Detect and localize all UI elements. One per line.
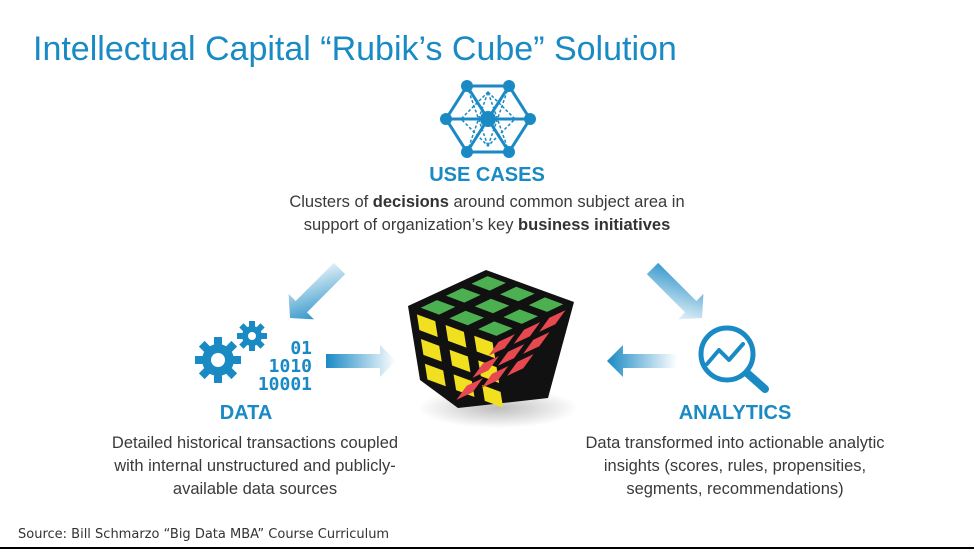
page-title: Intellectual Capital “Rubik’s Cube” Solu… (33, 30, 677, 68)
source-citation: Source: Bill Schmarzo “Big Data MBA” Cou… (18, 527, 390, 542)
cube-sticker (503, 309, 538, 324)
gears-icon (195, 321, 267, 383)
cube-sticker (472, 356, 499, 378)
cube-sticker (474, 298, 510, 314)
arrow-icon (288, 262, 346, 320)
cube-sticker (513, 322, 541, 344)
cube-sticker (497, 344, 525, 366)
analytics-description: Data transformed into actionable analyti… (585, 434, 885, 498)
network-hexagon-icon (440, 80, 536, 158)
analytics-magnifier-icon (698, 325, 769, 393)
arrow-icon (646, 262, 704, 320)
cube-sticker (482, 385, 504, 408)
bottom-divider (0, 547, 974, 549)
data-description: Detailed historical transactions coupled… (111, 434, 399, 498)
cube-sticker (449, 349, 471, 373)
cube-sticker (416, 314, 438, 337)
cube-sticker (474, 335, 496, 359)
cube-sticker (539, 310, 566, 332)
analytics-heading: ANALYTICS (678, 402, 792, 424)
arrow-icon (326, 345, 396, 377)
binary-digits: 01 1010 10001 (257, 338, 312, 395)
cube-sticker (507, 354, 534, 376)
arrow-icon (607, 345, 677, 377)
data-heading: DATA (219, 402, 273, 424)
cube-sticker (449, 310, 484, 326)
cube-sticker (500, 286, 535, 302)
cube-sticker (420, 300, 456, 315)
cube-sticker (488, 334, 515, 356)
cube-sticker (471, 276, 506, 291)
use-cases-heading: USE CASES (429, 164, 545, 186)
cube-sticker (424, 363, 446, 387)
cube-sticker (523, 332, 550, 354)
cube-sticker (445, 325, 467, 348)
cube-sticker (456, 378, 483, 400)
use-cases-description: Clusters of decisions around common subj… (289, 193, 685, 234)
cube-sticker (481, 366, 509, 388)
rubiks-cube-icon (408, 270, 578, 428)
cube-sticker (478, 321, 513, 336)
cube-sticker (528, 297, 564, 312)
cube-sticker (446, 288, 481, 303)
cube-sticker (420, 339, 442, 362)
